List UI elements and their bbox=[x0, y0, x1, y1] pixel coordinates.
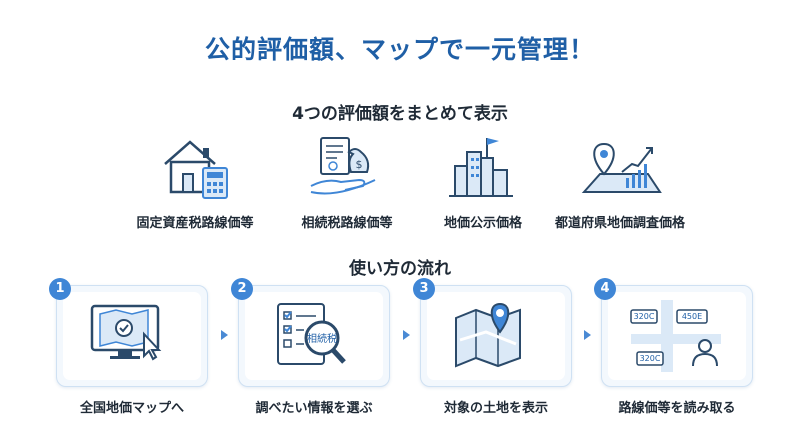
flow-arrow-icon bbox=[584, 330, 591, 340]
map-value-label: 320C bbox=[634, 312, 655, 321]
svg-text:$: $ bbox=[356, 158, 363, 171]
flow-arrow-icon bbox=[221, 330, 228, 340]
valuation-type-inheritance: $ 相続税路線価等 bbox=[262, 134, 432, 231]
valuation-type-prefectural-survey: 都道府県地価調査価格 bbox=[535, 134, 705, 231]
street-map-person-icon: 320C 450E 320C bbox=[630, 300, 721, 372]
step-card: 1 bbox=[49, 278, 208, 387]
map-value-label: 450E bbox=[682, 312, 702, 321]
checklist-magnifier-icon: 相続税 bbox=[277, 303, 346, 365]
map-value-label: 320C bbox=[640, 354, 661, 363]
step-number-badge: 4 bbox=[594, 278, 616, 300]
flow-step-4: 4 320C 450E 320C 路線価等を読み取る bbox=[594, 278, 753, 416]
flow-title: 使い方の流れ bbox=[349, 259, 451, 279]
valuation-type-label: 相続税路線価等 bbox=[301, 216, 393, 231]
valuation-type-public-notice: 地価公示価格 bbox=[398, 134, 568, 231]
page-title: 公的評価額、マップで一元管理！ bbox=[204, 35, 595, 64]
subtitle: 4つの評価額をまとめて表示 bbox=[292, 104, 508, 124]
flow-step-2: 2 相続税 調べたい情報を選ぶ bbox=[231, 278, 390, 416]
valuation-type-fixed-asset: 固定資産税路線価等 bbox=[110, 134, 280, 231]
flow-step-3: 3 対象の土地を表示 bbox=[413, 278, 572, 416]
step-card: 4 320C 450E 320C bbox=[594, 278, 753, 387]
valuation-type-label: 地価公示価格 bbox=[443, 216, 522, 231]
flow-step-1: 1 全国地価マップへ bbox=[49, 278, 208, 416]
step-number-badge: 3 bbox=[413, 278, 435, 300]
valuation-type-label: 都道府県地価調査価格 bbox=[554, 216, 685, 231]
step-number-badge: 2 bbox=[231, 278, 253, 300]
step-number-badge: 1 bbox=[49, 278, 71, 300]
step-card: 2 相続税 bbox=[231, 278, 390, 387]
monitor-map-cursor-icon bbox=[90, 304, 162, 361]
step-label: 路線価等を読み取る bbox=[618, 401, 736, 416]
step-label: 全国地価マップへ bbox=[79, 401, 184, 416]
step-card: 3 bbox=[413, 278, 572, 387]
valuation-type-label: 固定資産税路線価等 bbox=[136, 216, 254, 231]
valuation-types: 固定資産税路線価等 $ 相続税路線価等 地価公示価格 bbox=[0, 134, 800, 234]
step-label: 調べたい情報を選ぶ bbox=[255, 401, 373, 416]
folded-map-pin-icon bbox=[455, 302, 521, 368]
magnifier-badge-text: 相続税 bbox=[307, 332, 337, 345]
city-flag-icon bbox=[449, 138, 513, 197]
house-calculator-icon bbox=[164, 140, 228, 199]
document-money-hand-icon: $ bbox=[310, 137, 376, 195]
step-label: 対象の土地を表示 bbox=[443, 401, 548, 416]
flow-arrow-icon bbox=[403, 330, 410, 340]
map-pin-chart-icon bbox=[581, 142, 662, 193]
